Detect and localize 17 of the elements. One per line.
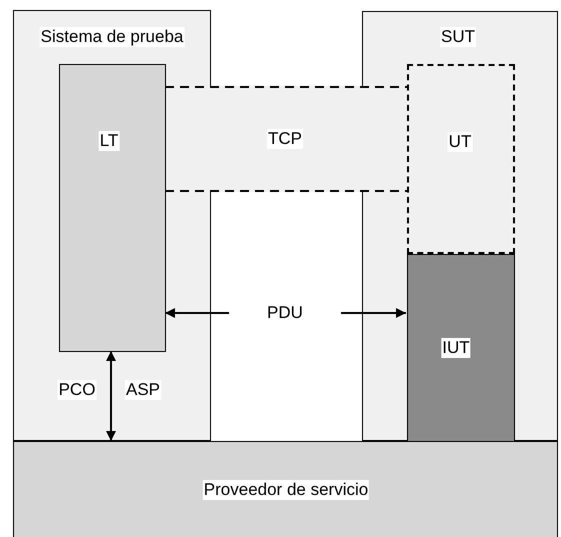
interface-label: ASP: [124, 380, 162, 400]
component-band: [165, 86, 407, 192]
system-panel: [13, 10, 211, 441]
component-box: [59, 64, 166, 352]
component-box: [407, 64, 515, 254]
interface-label: PCO: [58, 380, 96, 400]
node-label: TCP: [267, 129, 303, 149]
system-panel: [362, 11, 558, 441]
node-label: LT: [98, 131, 120, 151]
node-label: IUT: [441, 338, 471, 358]
layer-band: [13, 441, 558, 537]
double-arrow: [106, 351, 116, 441]
node-label: Sistema de prueba: [40, 27, 184, 47]
node-label: Proveedor de servicio: [202, 480, 370, 500]
node-label: UT: [448, 132, 472, 152]
node-label: SUT: [440, 27, 476, 47]
component-box: [407, 254, 515, 442]
